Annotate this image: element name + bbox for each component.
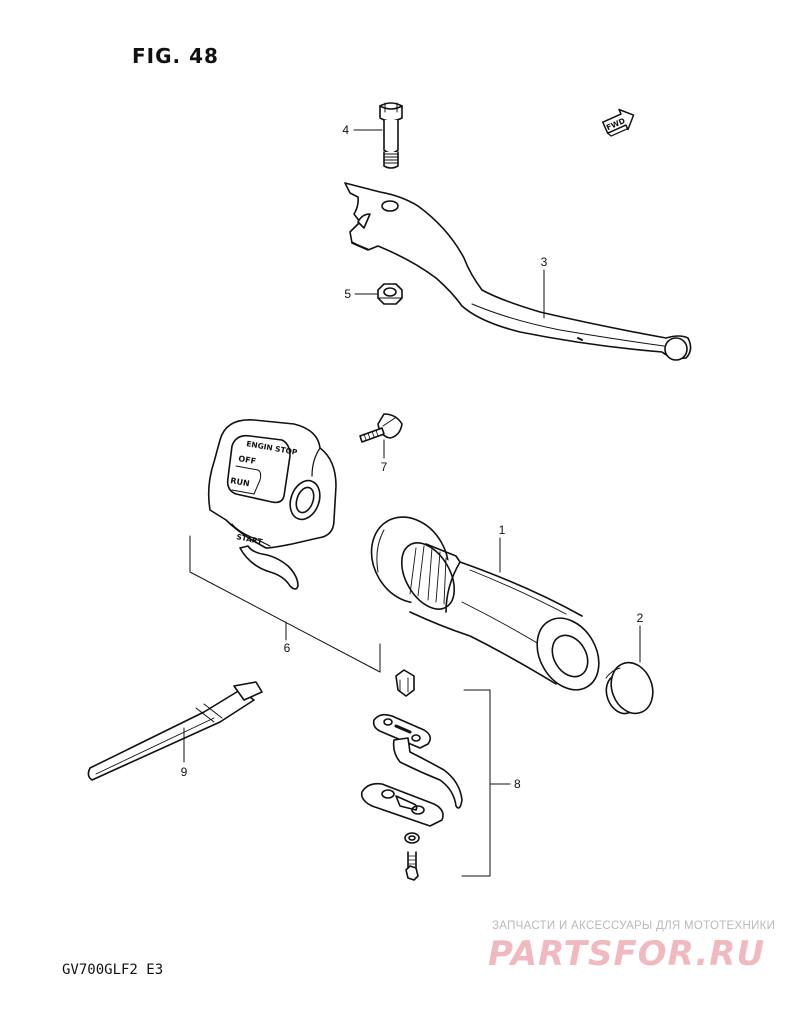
pivot-bolt bbox=[379, 102, 403, 169]
switch-screw bbox=[359, 413, 403, 443]
model-code: GV700GLF2 E3 bbox=[62, 962, 164, 978]
callout-9: 9 bbox=[181, 765, 188, 779]
cable-tie bbox=[87, 681, 263, 781]
callout-2: 2 bbox=[637, 611, 644, 625]
lever-holder-assembly bbox=[360, 669, 463, 881]
callout-1: 1 bbox=[499, 523, 506, 537]
callout-6: 6 bbox=[284, 641, 291, 655]
fwd-arrow-icon: FWD bbox=[602, 108, 635, 137]
callout-3: 3 bbox=[541, 255, 548, 269]
bracket-6 bbox=[189, 535, 381, 673]
handlebar-switch-assembly: ENGIN STOP OFF RUN START bbox=[207, 419, 337, 590]
callout-4: 4 bbox=[342, 123, 349, 137]
grip-end-cap bbox=[605, 661, 654, 715]
callout-5: 5 bbox=[344, 287, 351, 301]
lever-nut bbox=[377, 283, 403, 305]
watermark-tagline: ЗАПЧАСТИ И АКСЕССУАРЫ ДЛЯ МОТОТЕХНИКИ bbox=[492, 920, 776, 932]
run-label: RUN bbox=[230, 476, 251, 488]
bracket-8 bbox=[461, 689, 491, 877]
figure-title: FIG. 48 bbox=[132, 44, 219, 68]
clutch-lever bbox=[344, 182, 692, 361]
handlebar-grip bbox=[370, 516, 600, 691]
watermark-brand: PARTSFOR.RU bbox=[488, 934, 766, 974]
callout-8: 8 bbox=[514, 777, 521, 791]
callout-7: 7 bbox=[381, 460, 388, 474]
off-label: OFF bbox=[238, 454, 257, 466]
